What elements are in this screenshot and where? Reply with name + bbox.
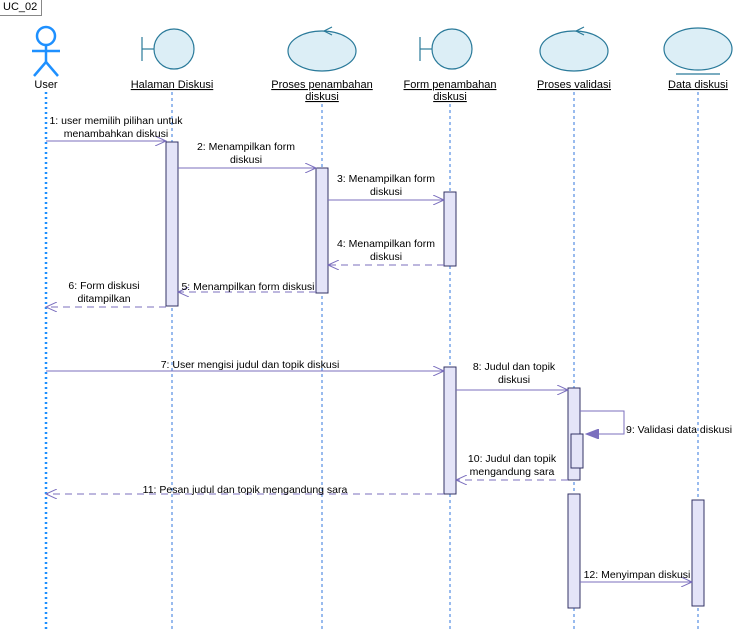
- message-label: 8: Judul dan topik: [473, 361, 556, 373]
- activation-bar: [315, 167, 329, 294]
- control-icon: [287, 30, 357, 72]
- message-label: 3: Menampilkan form: [337, 173, 435, 185]
- activation-bar: [165, 141, 179, 307]
- participant-label: Halaman Diskusi: [131, 79, 214, 91]
- message-label: diskusi: [498, 374, 530, 386]
- message-label: 4: Menampilkan form: [337, 238, 435, 250]
- message-1: 1: user memilih pilihan untukmenambahkan…: [46, 115, 183, 141]
- boundary-icon: [153, 28, 195, 70]
- message-label: 5: Menampilkan form diskusi: [181, 281, 314, 293]
- message-7: 7: User mengisi judul dan topik diskusi: [46, 359, 444, 371]
- message-label: 11: Pesan judul dan topik mengandung sar…: [143, 484, 348, 496]
- participant-label: Proses penambahan: [271, 79, 373, 91]
- message-5: 5: Menampilkan form diskusi: [178, 281, 316, 293]
- participant-label: diskusi: [433, 91, 467, 103]
- frame-label: UC_02: [0, 0, 42, 16]
- message-label: diskusi: [370, 251, 402, 263]
- activation-bar: [567, 493, 581, 609]
- activation-bar: [691, 499, 705, 607]
- activation-bar: [443, 366, 457, 495]
- message-12: 12: Menyimpan diskusi: [580, 569, 692, 582]
- message-label: 9: Validasi data diskusi: [626, 424, 732, 436]
- message-11: 11: Pesan judul dan topik mengandung sar…: [46, 484, 444, 496]
- participant-label: User: [34, 79, 58, 91]
- participant-label: Data diskusi: [668, 79, 728, 91]
- activation-bar: [443, 191, 457, 267]
- message-label: mengandung sara: [470, 466, 555, 478]
- participant-halaman: Halaman Diskusi: [131, 28, 214, 91]
- activation-bar: [570, 433, 584, 469]
- message-label: 6: Form diskusi: [68, 280, 139, 292]
- participant-label: diskusi: [305, 91, 339, 103]
- participant-validasi: Proses validasi: [537, 26, 611, 91]
- message-label: 7: User mengisi judul dan topik diskusi: [161, 359, 340, 371]
- message-9: 9: Validasi data diskusi: [580, 410, 732, 436]
- message-label: diskusi: [370, 186, 402, 198]
- message-label: 2: Menampilkan form: [197, 141, 295, 153]
- message-label: diskusi: [230, 154, 262, 166]
- actor-head: [35, 25, 57, 47]
- control-icon: [539, 30, 609, 72]
- participant-label: Proses validasi: [537, 79, 611, 91]
- message-label: 10: Judul dan topik: [468, 453, 557, 465]
- participant-user: User: [32, 25, 60, 91]
- message-label: ditampilkan: [77, 293, 130, 305]
- participant-data: Data diskusi: [663, 27, 733, 91]
- participant-label: Form penambahan: [404, 79, 497, 91]
- message-label: menambahkan diskusi: [64, 128, 168, 140]
- entity-icon: [663, 27, 733, 71]
- message-label: 1: user memilih pilihan untuk: [49, 115, 183, 127]
- message-arrow: [580, 410, 625, 434]
- boundary-icon: [431, 28, 473, 70]
- message-label: 12: Menyimpan diskusi: [584, 569, 691, 581]
